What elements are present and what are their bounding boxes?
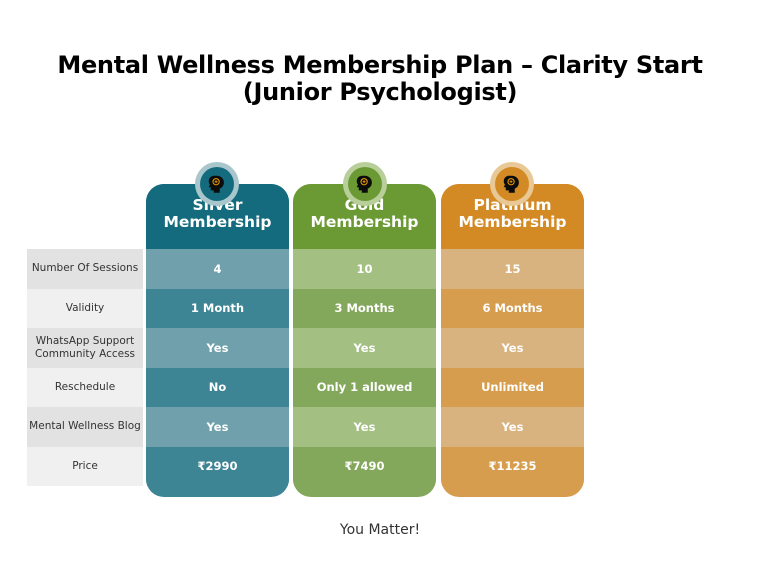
head-brain-icon <box>208 175 224 193</box>
platinum-badge <box>490 162 534 206</box>
cell-platinum-whatsapp: Yes <box>441 328 584 368</box>
plan-column-gold: GoldMembership 10 3 Months Yes Only 1 al… <box>293 184 436 497</box>
cell-gold-whatsapp: Yes <box>293 328 436 368</box>
cell-gold-price: ₹7490 <box>293 446 436 486</box>
cell-silver-validity: 1 Month <box>146 288 289 328</box>
footer-tagline: You Matter! <box>339 522 421 538</box>
row-label-sessions: Number Of Sessions <box>27 249 143 289</box>
cell-gold-blog: Yes <box>293 407 436 447</box>
cell-gold-reschedule: Only 1 allowed <box>293 367 436 407</box>
page-title: Mental Wellness Membership Plan – Clarit… <box>0 52 760 106</box>
row-label-price: Price <box>27 446 143 486</box>
cell-silver-reschedule: No <box>146 367 289 407</box>
head-brain-icon <box>503 175 519 193</box>
cell-silver-sessions: 4 <box>146 249 289 289</box>
plan-column-silver: SilverMembership 4 1 Month Yes No Yes ₹2… <box>146 184 289 497</box>
row-label-whatsapp: WhatsApp Support Community Access <box>27 328 143 368</box>
title-line-2: (Junior Psychologist) <box>242 78 518 106</box>
row-label-validity: Validity <box>27 288 143 328</box>
plan-column-platinum: PlatinumMembership 15 6 Months Yes Unlim… <box>441 184 584 497</box>
cell-platinum-price: ₹11235 <box>441 446 584 486</box>
gold-badge <box>343 162 387 206</box>
title-line-1: Mental Wellness Membership Plan – Clarit… <box>57 51 703 79</box>
cell-silver-whatsapp: Yes <box>146 328 289 368</box>
cell-silver-price: ₹2990 <box>146 446 289 486</box>
cell-gold-validity: 3 Months <box>293 288 436 328</box>
row-label-blog: Mental Wellness Blog <box>27 407 143 447</box>
cell-platinum-validity: 6 Months <box>441 288 584 328</box>
cell-silver-blog: Yes <box>146 407 289 447</box>
cell-platinum-blog: Yes <box>441 407 584 447</box>
cell-gold-sessions: 10 <box>293 249 436 289</box>
cell-platinum-sessions: 15 <box>441 249 584 289</box>
head-brain-icon <box>356 175 372 193</box>
silver-badge <box>195 162 239 206</box>
row-label-reschedule: Reschedule <box>27 367 143 407</box>
cell-platinum-reschedule: Unlimited <box>441 367 584 407</box>
row-labels: Number Of Sessions Validity WhatsApp Sup… <box>27 249 143 486</box>
